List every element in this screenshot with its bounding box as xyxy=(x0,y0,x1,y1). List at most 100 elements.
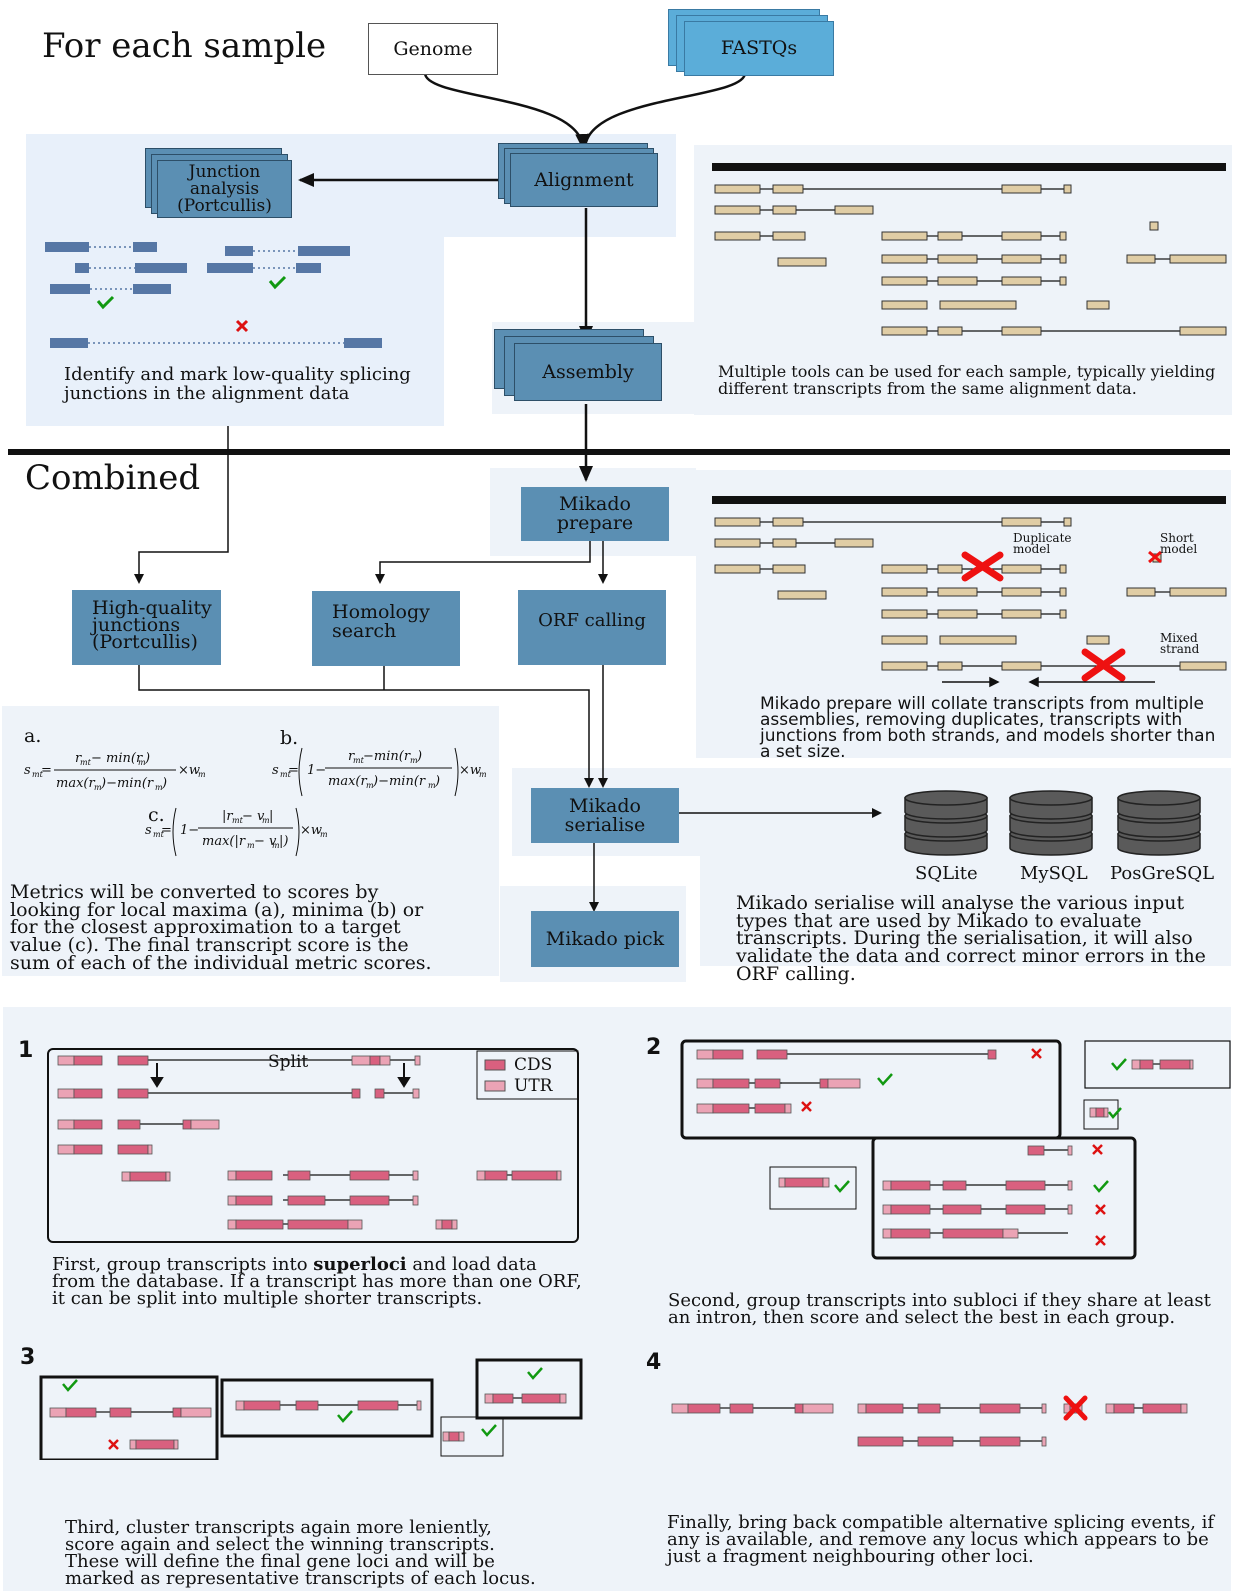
database-icon xyxy=(904,790,988,856)
svg-text:s: s xyxy=(24,763,31,778)
svg-text:m: m xyxy=(366,781,374,790)
prepare-label: Mikado prepare xyxy=(556,493,634,534)
svg-text:−min(r: −min(r xyxy=(363,749,411,764)
cds-legend-label: CDS xyxy=(514,1055,553,1075)
svg-text:mt: mt xyxy=(80,758,92,767)
svg-text:×w: ×w xyxy=(459,763,481,778)
hq-junctions-label: High-quality junctions (Portcullis) xyxy=(92,597,212,654)
svg-text:m: m xyxy=(410,756,418,765)
prepare-illustration xyxy=(712,496,1227,688)
junction-label: Junction analysis (Portcullis) xyxy=(177,161,272,216)
db-label-postgresql: PosGreSQL xyxy=(1110,863,1215,884)
cross-icon xyxy=(1081,648,1126,682)
short-model-label: Short model xyxy=(1160,531,1198,557)
formula-label-a: a. xyxy=(24,725,42,747)
metrics-caption: Metrics will be converted to scores by l… xyxy=(10,881,432,974)
serialise-info-panel xyxy=(700,856,1231,966)
svg-text:max(r: max(r xyxy=(56,776,95,791)
check-icon xyxy=(877,1073,893,1086)
step-4-number: 4 xyxy=(646,1350,662,1375)
cross-icon xyxy=(1095,1235,1106,1246)
serialise-label: Mikado serialise xyxy=(564,794,646,836)
check-icon xyxy=(337,1410,353,1423)
svg-text:m: m xyxy=(155,783,163,792)
cross-icon xyxy=(1092,1144,1103,1155)
orf-label: ORF calling xyxy=(538,610,646,631)
cross-icon xyxy=(961,551,1004,582)
cross-icon xyxy=(801,1101,812,1112)
check-icon xyxy=(268,275,287,290)
check-icon xyxy=(1111,1058,1127,1071)
svg-text:)−min(r: )−min(r xyxy=(100,776,154,791)
svg-text:×w: ×w xyxy=(300,823,322,838)
check-icon xyxy=(527,1367,543,1380)
serialise-caption: Mikado serialise will analyse the variou… xyxy=(736,892,1206,985)
assembly-label: Assembly xyxy=(542,360,634,383)
formula-label-c: c. xyxy=(148,804,165,826)
svg-text:): ) xyxy=(161,776,167,791)
mixed-strand-label: Mixed strand xyxy=(1160,631,1200,657)
db-label-mysql: MySQL xyxy=(1020,863,1088,884)
prepare-box: Mikado prepare xyxy=(521,487,669,541)
step-2-caption: Second, group transcripts into subloci i… xyxy=(668,1290,1211,1329)
fastqs-stack: FASTQs xyxy=(668,9,838,76)
per-sample-heading: For each sample xyxy=(42,26,327,66)
svg-text:|r: |r xyxy=(222,809,233,824)
step-1-caption: First, group transcripts into superloci … xyxy=(52,1254,582,1310)
cross-icon xyxy=(235,319,249,333)
alignment-label: Alignment xyxy=(534,168,634,191)
metrics-panel xyxy=(2,706,499,976)
junction-stack: Junction analysis (Portcullis) xyxy=(145,148,305,223)
homology-label: Homology search xyxy=(332,601,430,642)
svg-text:r: r xyxy=(348,749,355,764)
svg-text:×w: ×w xyxy=(178,763,200,778)
svg-text:|): |) xyxy=(279,834,288,849)
check-icon xyxy=(1093,1180,1109,1193)
cross-icon xyxy=(1148,550,1162,564)
svg-text:max(r: max(r xyxy=(328,774,367,789)
combined-heading: Combined xyxy=(25,458,201,498)
svg-text:mt: mt xyxy=(353,756,365,765)
svg-text:m: m xyxy=(198,770,206,779)
prepare-caption: Mikado prepare will collate transcripts … xyxy=(760,694,1216,763)
svg-text:mt: mt xyxy=(232,816,244,825)
steps-panel xyxy=(3,1007,1231,1591)
svg-text:s: s xyxy=(145,823,152,838)
cross-icon xyxy=(1095,1204,1106,1215)
junction-caption: Identify and mark low-quality splicing j… xyxy=(64,364,411,404)
check-icon xyxy=(1108,1107,1122,1119)
cross-icon xyxy=(1063,1395,1088,1421)
cross-icon xyxy=(108,1439,119,1450)
genome-label: Genome xyxy=(393,37,473,60)
svg-text:− min(r: − min(r xyxy=(91,751,143,766)
alignment-stack: Alignment xyxy=(498,143,668,213)
genome-input: Genome xyxy=(368,23,498,75)
svg-text:r: r xyxy=(75,751,82,766)
step-1-number: 1 xyxy=(18,1038,34,1063)
svg-text:1−: 1− xyxy=(307,763,326,778)
svg-text:=: = xyxy=(41,763,52,778)
superloci-term: superloci xyxy=(313,1254,407,1275)
svg-text:): ) xyxy=(434,774,440,789)
step-3-caption: Third, cluster transcripts again more le… xyxy=(65,1517,536,1590)
svg-text:)−min(r: )−min(r xyxy=(372,774,426,789)
svg-text:m: m xyxy=(262,816,270,825)
svg-text:=: = xyxy=(288,763,299,778)
svg-text:mt: mt xyxy=(153,830,165,839)
step-3-number: 3 xyxy=(20,1345,36,1370)
step-4-caption: Finally, bring back compatible alternati… xyxy=(667,1512,1215,1568)
svg-text:mt: mt xyxy=(280,770,292,779)
cross-icon xyxy=(1031,1048,1042,1059)
svg-text:− v: − v xyxy=(254,834,277,849)
svg-text:m: m xyxy=(247,841,255,850)
hq-junctions-box: High-quality junctions (Portcullis) xyxy=(72,590,221,665)
utr-legend-label: UTR xyxy=(514,1076,553,1096)
steps-34-illustration xyxy=(39,1358,1188,1460)
pick-label: Mikado pick xyxy=(545,927,665,950)
database-icon xyxy=(1009,790,1093,856)
database-icon xyxy=(1117,790,1201,856)
fastqs-to-alignment xyxy=(583,72,747,149)
db-label-sqlite: SQLite xyxy=(915,863,978,884)
main-connectors xyxy=(8,72,1230,912)
